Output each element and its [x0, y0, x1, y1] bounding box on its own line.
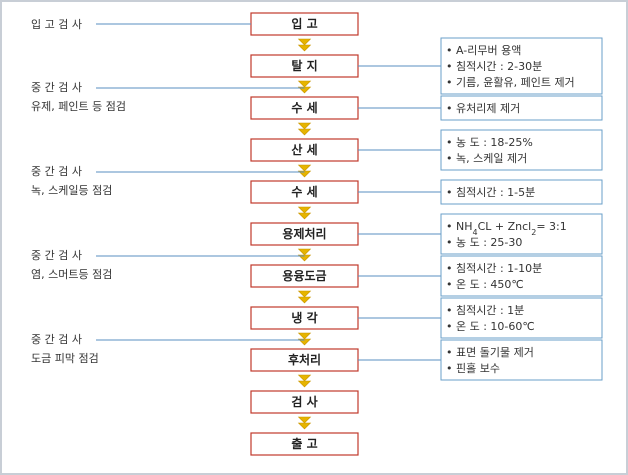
detail-line: 침적시간 : 2-30분	[456, 60, 542, 73]
bullet-icon: •	[446, 76, 453, 89]
bullet-icon: •	[446, 262, 453, 275]
step-label: 용제처리	[282, 226, 326, 241]
detail-line: 녹, 스케일 제거	[456, 151, 527, 165]
bullet-icon: •	[446, 186, 453, 199]
flow-arrow-icon	[297, 128, 312, 136]
inspection-title: 중 간 검 사	[31, 249, 82, 262]
bullet-icon: •	[446, 278, 453, 291]
detail-line: 온 도 : 450℃	[456, 278, 524, 291]
inspection-subtitle: 도금 피막 점검	[31, 352, 99, 365]
inspection-title: 중 간 검 사	[31, 165, 82, 178]
step-label: 용융도금	[282, 268, 326, 283]
flow-arrow-icon	[297, 44, 312, 52]
flow-arrow-icon	[297, 212, 312, 220]
flow-arrow-icon	[297, 164, 312, 172]
detail-line: 온 도 : 10-60℃	[456, 320, 535, 333]
detail-line: 침적시간 : 1분	[456, 304, 524, 317]
bullet-icon: •	[446, 136, 453, 149]
detail-box	[440, 179, 603, 205]
step-label: 입 고	[291, 17, 317, 31]
detail-box	[440, 297, 603, 339]
bullet-icon: •	[446, 346, 453, 359]
flow-arrow-icon	[297, 332, 312, 340]
bullet-icon: •	[446, 236, 453, 249]
flow-arrow-icon	[297, 290, 312, 298]
detail-line: NH4CL + Zncl2= 3:1	[456, 220, 567, 237]
step-label: 출 고	[291, 436, 317, 451]
detail-box	[440, 213, 603, 255]
subscript: 4	[473, 228, 478, 237]
flow-arrow-icon	[297, 206, 312, 214]
bullet-icon: •	[446, 220, 453, 233]
detail-box	[440, 339, 603, 381]
step-label: 수 세	[291, 100, 317, 115]
formula-part: = 3:1	[536, 220, 566, 233]
detail-line: 기름, 윤활유, 페인트 제거	[456, 75, 575, 89]
step-label: 탈 지	[291, 58, 317, 73]
detail-line: 유처리제 제거	[456, 102, 520, 115]
formula-part: CL + Zncl	[478, 220, 532, 233]
detail-line: 표면 돌기물 제거	[456, 346, 534, 359]
step-box	[250, 390, 359, 414]
bullet-icon: •	[446, 320, 453, 333]
detail-line: 농 도 : 18-25%	[456, 136, 533, 149]
flow-arrow-icon	[297, 248, 312, 256]
flow-arrow-icon	[297, 38, 312, 46]
flow-arrow-icon	[297, 374, 312, 382]
detail-box	[440, 129, 603, 171]
detail-line: 침적시간 : 1-10분	[456, 262, 542, 275]
inspection-title: 중 간 검 사	[31, 333, 82, 346]
bullet-icon: •	[446, 152, 453, 165]
inspection-subtitle: 녹, 스케일등 점검	[31, 183, 112, 197]
step-label: 수 세	[291, 184, 317, 199]
detail-box	[440, 255, 603, 297]
flow-arrow-icon	[297, 380, 312, 388]
inspection-subtitle: 염, 스머트등 점검	[31, 268, 112, 281]
detail-line: 농 도 : 25-30	[456, 236, 522, 249]
inspection-title: 입 고 검 사	[31, 18, 82, 31]
flow-arrow-icon	[297, 122, 312, 130]
flow-arrow-icon	[297, 422, 312, 430]
step-label: 검 사	[291, 394, 317, 409]
formula-part: NH	[456, 220, 473, 233]
bullet-icon: •	[446, 44, 453, 57]
inspection-subtitle: 유제, 페인트 등 점검	[31, 100, 126, 113]
subscript: 2	[531, 228, 536, 237]
step-box	[250, 432, 359, 456]
bullet-icon: •	[446, 362, 453, 375]
detail-box	[440, 37, 603, 95]
flow-arrow-icon	[297, 416, 312, 424]
flow-arrow-icon	[297, 80, 312, 88]
flow-arrow-icon	[297, 296, 312, 304]
detail-box	[440, 95, 603, 121]
step-label: 후처리	[288, 352, 321, 367]
step-label: 냉 각	[291, 310, 317, 325]
detail-line: 침적시간 : 1-5분	[456, 186, 535, 199]
detail-line: 핀홀 보수	[456, 362, 500, 375]
bullet-icon: •	[446, 102, 453, 115]
detail-line: A-리무버 용액	[456, 44, 521, 57]
bullet-icon: •	[446, 60, 453, 73]
bullet-icon: •	[446, 304, 453, 317]
step-label: 산 세	[291, 142, 317, 157]
inspection-title: 중 간 검 사	[31, 81, 82, 94]
